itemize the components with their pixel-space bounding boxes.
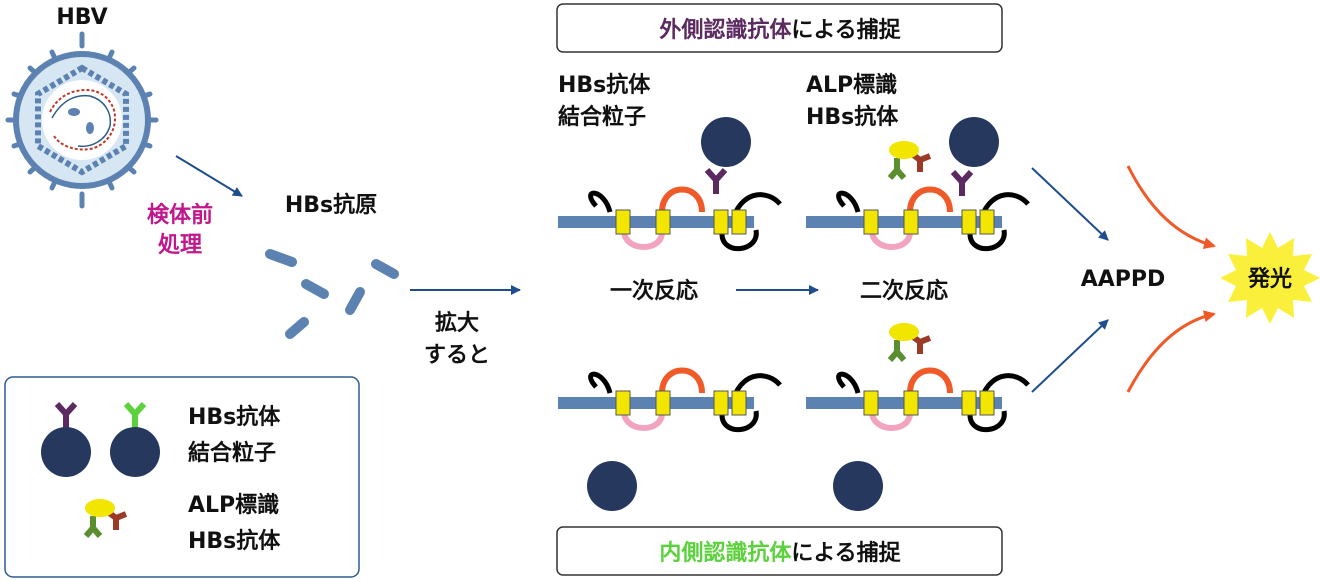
alp-antibody-label-line1: ALP標識: [806, 72, 897, 98]
arrow-emission-lower: [1126, 310, 1216, 393]
hbv-virus-icon: [5, 31, 159, 209]
primary-reaction-label: 一次反応: [610, 278, 698, 304]
primary-reaction-inner-complex: [558, 371, 780, 511]
legend-bead-purple-icon: [41, 404, 91, 477]
legend-alp-label-line1: ALP標識: [188, 492, 279, 518]
luminescence-burst-icon: [1220, 232, 1320, 324]
pretreatment-label-line1: 検体前: [147, 202, 213, 228]
legend-bead-green-icon: [110, 404, 160, 477]
secondary-reaction-outer-complex: [806, 117, 1028, 249]
arrow-inner-to-aappd: [1031, 319, 1109, 393]
secondary-reaction-label: 二次反応: [860, 278, 948, 304]
hbv-label: HBV: [56, 5, 107, 30]
hbs-antigen-label: HBs抗原: [285, 192, 377, 218]
arrow-emission-upper: [1126, 165, 1216, 250]
enlarge-label-line1: 拡大: [435, 311, 479, 336]
secondary-reaction-inner-complex: [806, 323, 1028, 511]
capture-outer-title: 外側認識抗体による捕捉: [659, 17, 901, 43]
capture-inner-box: [556, 526, 1003, 576]
bead-antibody-label-line2: 結合粒子: [558, 104, 646, 130]
capture-inner-rest: による捕捉: [791, 541, 901, 566]
bead-antibody-label-line1: HBs抗体: [558, 72, 651, 98]
pretreatment-label-line2: 処理: [158, 232, 202, 258]
legend-bead-label-line1: HBs抗体: [188, 404, 281, 430]
capture-inner-emphasis: 内側認識抗体: [659, 540, 792, 566]
legend-bead-label-line2: 結合粒子: [188, 440, 276, 466]
capture-inner-title: 内側認識抗体による捕捉: [659, 540, 901, 566]
capture-outer-emphasis: 外側認識抗体: [659, 17, 792, 43]
luminescence-label: 発光: [1247, 267, 1292, 292]
legend-alp-label-line2: HBs抗体: [188, 528, 281, 554]
arrow-outer-to-aappd: [1031, 167, 1109, 241]
capture-outer-box: [556, 3, 1003, 53]
aappd-label: AAPPD: [1081, 267, 1166, 292]
enlarge-label-line2: すると: [424, 343, 490, 368]
arrow-hbv-to-antigen: [175, 155, 243, 197]
capture-outer-rest: による捕捉: [791, 18, 901, 43]
primary-reaction-outer-complex: [558, 117, 780, 249]
antigen-fragments: [265, 249, 399, 339]
alp-antibody-label-line2: HBs抗体: [806, 104, 899, 130]
